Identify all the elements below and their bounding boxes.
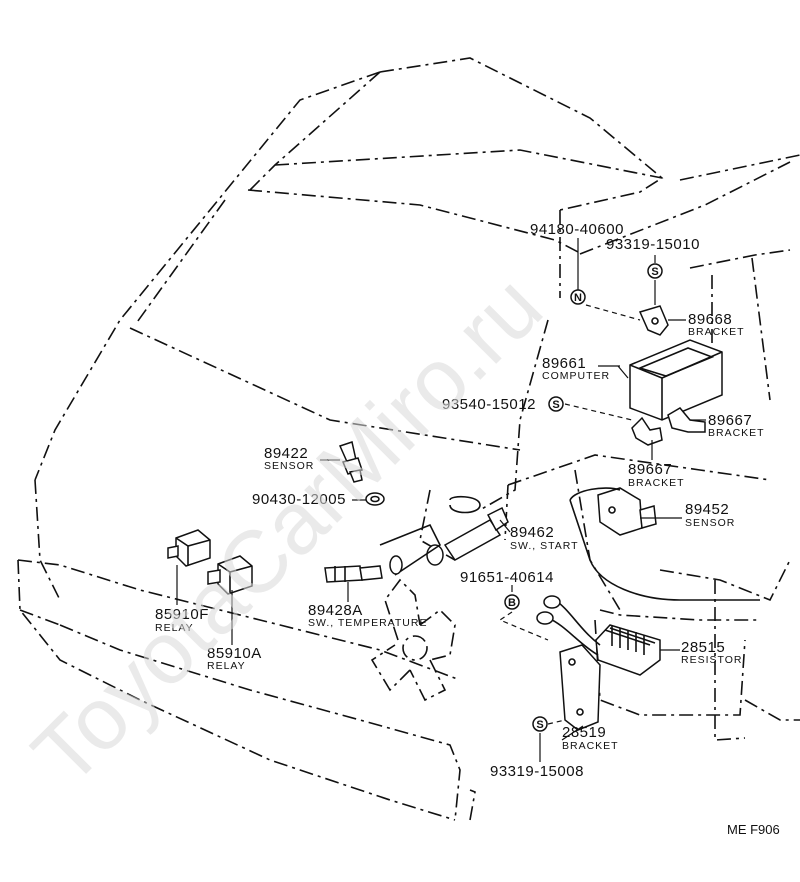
sensor-89422 <box>338 441 363 483</box>
label-90430-12005-number: 90430-12005 <box>252 491 346 508</box>
symbol-b-marker: B <box>504 594 520 610</box>
resistor-harness <box>536 595 601 656</box>
bracket-28519 <box>559 644 601 731</box>
label-89661-number: 89661 <box>542 355 586 372</box>
label-89667-upper-number: 89667 <box>708 412 752 429</box>
symbol-s-marker-lower: S <box>532 716 548 732</box>
label-28519-number: 28519 <box>562 724 606 741</box>
label-89428a-name: SW., TEMPERATURE <box>308 617 427 629</box>
label-93319-15010-number: 93319-15010 <box>606 236 700 253</box>
coolant-pipe <box>379 523 442 576</box>
symbol-n-marker: N <box>570 289 586 305</box>
symbol-s-marker-middle: S <box>548 396 564 412</box>
label-89668-name: BRACKET <box>688 326 745 338</box>
sensor-89452 <box>597 487 657 536</box>
resistor-28515 <box>595 624 661 676</box>
pipe-end <box>389 555 403 575</box>
label-28519-name: BRACKET <box>562 740 619 752</box>
labels: 94180-40600 93319-15010 89668 BRACKET 89… <box>155 221 780 837</box>
label-89422-number: 89422 <box>264 445 308 462</box>
label-89667-lower-name: BRACKET <box>628 477 685 489</box>
relay-85910f <box>167 529 211 567</box>
label-28515-number: 28515 <box>681 639 725 656</box>
label-94180-40600-number: 94180-40600 <box>530 221 624 238</box>
temperature-switch-89428a <box>324 565 383 583</box>
label-89462-name: SW., START <box>510 540 579 552</box>
label-85910f-number: 85910F <box>155 606 209 623</box>
diagram-code: ME F906 <box>727 822 780 837</box>
label-93319-15008-number: 93319-15008 <box>490 763 584 780</box>
radiator-fan-outline <box>370 578 456 702</box>
label-85910a-name: RELAY <box>207 660 246 672</box>
gasket-90430 <box>365 492 385 506</box>
bracket-89668 <box>638 305 669 336</box>
label-89422-name: SENSOR <box>264 460 314 472</box>
svg-text:B: B <box>508 597 516 609</box>
label-89462-number: 89462 <box>510 524 554 541</box>
intake-duct <box>569 499 760 601</box>
svg-text:S: S <box>552 399 559 411</box>
label-89661-name: COMPUTER <box>542 370 610 382</box>
bracket-89667-lower <box>631 416 663 446</box>
svg-text:S: S <box>536 719 543 731</box>
vehicle-outline <box>17 57 800 821</box>
label-91651-40614-number: 91651-40614 <box>460 569 554 586</box>
svg-text:S: S <box>651 266 658 278</box>
intake-tube <box>569 487 621 501</box>
label-85910a-number: 85910A <box>207 645 262 662</box>
label-89667-lower-number: 89667 <box>628 461 672 478</box>
label-89452-name: SENSOR <box>685 517 735 529</box>
leader-lines <box>176 238 706 762</box>
symbol-s-marker-upper: S <box>647 263 663 279</box>
label-89668-number: 89668 <box>688 311 732 328</box>
svg-text:N: N <box>574 292 582 304</box>
label-89667-upper-name: BRACKET <box>708 427 765 439</box>
label-93540-15012-number: 93540-15012 <box>442 396 536 413</box>
start-switch-89462 <box>426 495 509 566</box>
label-89428a-number: 89428A <box>308 602 363 619</box>
label-85910f-name: RELAY <box>155 622 194 634</box>
label-89452-number: 89452 <box>685 501 729 518</box>
computer-89661 <box>629 339 723 421</box>
label-28515-name: RESISTOR <box>681 654 742 666</box>
bracket-89667-upper <box>667 407 706 433</box>
relay-85910a <box>207 555 253 595</box>
